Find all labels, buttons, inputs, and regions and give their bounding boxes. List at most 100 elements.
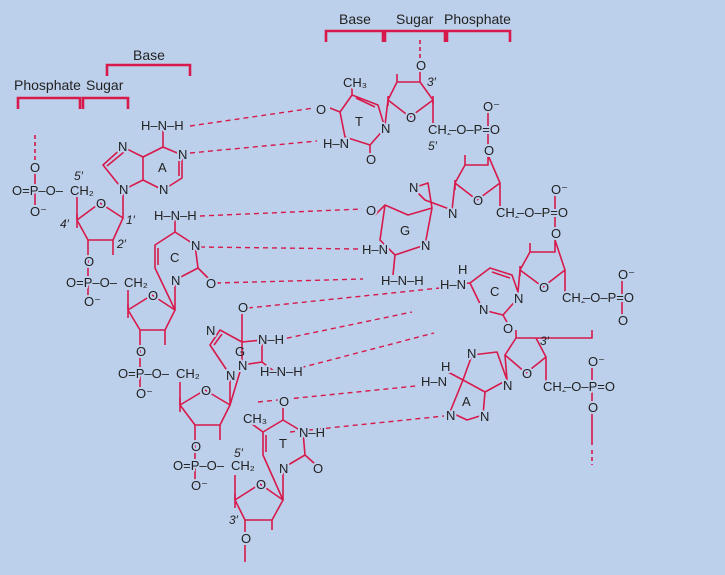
header-phosphate-right: Phosphate bbox=[444, 11, 511, 27]
left-strand-bonds bbox=[34, 130, 316, 562]
atom-o-minus: O⁻ bbox=[588, 354, 605, 369]
left-strand-headers: Phosphate Sugar Base bbox=[14, 47, 192, 109]
base-label-t: T bbox=[279, 436, 287, 451]
base-label-g: G bbox=[400, 223, 410, 238]
atom-n: N bbox=[480, 409, 489, 424]
base-label-t: T bbox=[355, 114, 363, 129]
label-3-prime: 3′ bbox=[427, 75, 437, 89]
right-strand-atoms: O 3′ O N CH₂ –O–P=O O⁻ O 5′ CH₃ O H–N O … bbox=[314, 56, 637, 426]
atom-o-minus: O⁻ bbox=[618, 267, 635, 282]
atom-n: N bbox=[178, 147, 187, 162]
atom-o: O bbox=[366, 203, 376, 218]
phosphate-group: O=P–O– bbox=[118, 366, 170, 381]
atom-ch2: CH₂ bbox=[124, 275, 148, 290]
base-label-a: A bbox=[158, 160, 167, 175]
phosphate-group: O=P–O– bbox=[173, 458, 225, 473]
imino-group: H–N bbox=[362, 242, 388, 257]
imino-group: N–H bbox=[258, 332, 284, 347]
amino-group: H–N–H bbox=[381, 273, 424, 288]
atom-n: N bbox=[446, 408, 455, 423]
label-5-prime: 5′ bbox=[74, 169, 84, 183]
atom-o: O bbox=[238, 300, 248, 315]
methyl-group: CH₃ bbox=[243, 411, 267, 426]
atom-o-minus: O⁻ bbox=[84, 294, 101, 309]
atom-o: O bbox=[522, 366, 532, 381]
bracket-sugar-left bbox=[81, 96, 130, 109]
atom-o: O bbox=[256, 477, 266, 492]
atom-n: N bbox=[448, 206, 457, 221]
atom-o: O bbox=[539, 280, 549, 295]
bracket-base-right bbox=[324, 29, 385, 42]
atom-n: N bbox=[159, 182, 168, 197]
base-label-c: C bbox=[490, 284, 499, 299]
phosphate-group: O=P–O– bbox=[66, 275, 118, 290]
atom-o: O bbox=[484, 143, 494, 158]
label-3-prime: 3′ bbox=[229, 513, 239, 527]
phosphate-group: –O–P=O bbox=[564, 379, 615, 394]
header-base-left: Base bbox=[133, 47, 165, 63]
atom-n: N bbox=[171, 273, 180, 288]
atom-n: N bbox=[479, 302, 488, 317]
bracket-phosphate-left bbox=[16, 96, 82, 109]
atom-o: O bbox=[148, 288, 158, 303]
label-2-prime: 2′ bbox=[116, 237, 127, 251]
atom-o: O bbox=[201, 383, 211, 398]
atom-o-minus: O⁻ bbox=[136, 386, 153, 401]
atom-n: N bbox=[381, 121, 390, 136]
right-strand-headers: Base Sugar Phosphate bbox=[324, 11, 512, 42]
amino-group: H–N bbox=[440, 277, 466, 292]
label-4-prime: 4′ bbox=[60, 217, 70, 231]
amino-group: H–N–H bbox=[260, 364, 303, 379]
atom-o: O bbox=[30, 160, 40, 175]
bracket-phosphate-right bbox=[445, 29, 512, 42]
atom-o: O bbox=[551, 226, 561, 241]
left-strand-atoms: O O=P–O– CH₂ O⁻ 5′ 4′ 1′ 2′ O N N N N H–… bbox=[10, 116, 327, 548]
amino-group: H–N–H bbox=[141, 118, 184, 133]
base-label-g: G bbox=[235, 344, 245, 359]
atom-ch2: CH₂ bbox=[176, 366, 200, 381]
atom-o: O bbox=[313, 461, 323, 476]
phosphate-group: –O–P=O bbox=[517, 205, 568, 220]
atom-o: O bbox=[96, 196, 106, 211]
atom-n: N bbox=[118, 139, 127, 154]
right-strand-bonds bbox=[329, 40, 623, 465]
atom-o: O bbox=[316, 102, 326, 117]
imino-group: N–H bbox=[299, 425, 325, 440]
imino-group: H–N bbox=[323, 136, 349, 151]
atom-n: N bbox=[279, 461, 288, 476]
atom-ch2: CH₂ bbox=[496, 205, 520, 220]
amino-group: H–N bbox=[421, 374, 447, 389]
atom-h: H bbox=[441, 359, 450, 374]
atom-o: O bbox=[206, 276, 216, 291]
atom-o: O bbox=[366, 152, 376, 167]
label-1-prime: 1′ bbox=[126, 213, 136, 227]
atom-o-minus: O⁻ bbox=[30, 204, 47, 219]
atom-ch2: CH₂ bbox=[562, 290, 586, 305]
atom-ch2: CH₂ bbox=[543, 379, 567, 394]
atom-o: O bbox=[618, 313, 628, 328]
amino-group: H–N–H bbox=[154, 208, 197, 223]
phosphate-group: O=P–O– bbox=[12, 183, 64, 198]
phosphate-group: –O–P=O bbox=[583, 290, 634, 305]
atom-n: N bbox=[421, 238, 430, 253]
atom-n: N bbox=[206, 323, 215, 338]
atom-o-minus: O⁻ bbox=[191, 478, 208, 493]
atom-h: H bbox=[458, 262, 467, 277]
atom-o: O bbox=[416, 58, 426, 73]
header-sugar-right: Sugar bbox=[396, 11, 434, 27]
atom-n: N bbox=[514, 291, 523, 306]
bracket-sugar-right bbox=[383, 29, 447, 42]
base-label-c: C bbox=[170, 250, 179, 265]
methyl-group: CH₃ bbox=[343, 75, 367, 90]
atom-n: N bbox=[467, 346, 476, 361]
atom-n: N bbox=[226, 368, 235, 383]
atom-ch2: CH₂ bbox=[70, 183, 94, 198]
atom-o: O bbox=[279, 394, 289, 409]
atom-ch2: CH₂ bbox=[231, 458, 255, 473]
header-base-right: Base bbox=[339, 11, 371, 27]
header-phosphate-left: Phosphate bbox=[14, 77, 81, 93]
atom-o: O bbox=[84, 254, 94, 269]
atom-o: O bbox=[503, 321, 513, 336]
base-label-a: A bbox=[462, 394, 471, 409]
